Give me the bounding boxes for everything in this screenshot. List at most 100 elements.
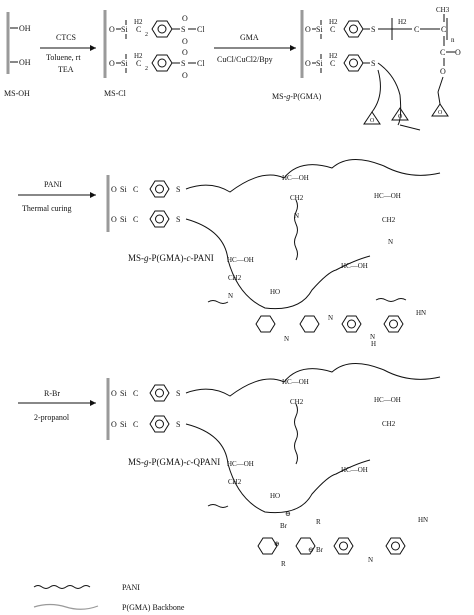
legend-backbone-label: P(GMA) Backbone	[122, 603, 185, 612]
svg-text:2: 2	[145, 32, 148, 38]
msgpgma-chain-bottom: O Si H2 C S O O	[305, 52, 421, 131]
svg-text:Si: Si	[121, 59, 128, 68]
pani-strand-5	[207, 504, 229, 508]
legend-backbone-symbol	[33, 603, 99, 610]
pgma-backbone-row2-top	[185, 159, 441, 193]
svg-text:O: O	[111, 215, 117, 224]
svg-text:H2: H2	[134, 52, 143, 60]
svg-text:C: C	[440, 48, 445, 57]
pani-anchor-chains: O Si C S O Si C S	[111, 180, 180, 228]
svg-text:S: S	[371, 25, 375, 34]
svg-text:S: S	[176, 215, 180, 224]
step4-reagent-rbr: R-Br	[44, 389, 60, 398]
svg-text:Cl: Cl	[197, 59, 205, 68]
svg-text:CH2: CH2	[290, 398, 304, 406]
svg-text:C: C	[133, 215, 138, 224]
svg-text:S: S	[371, 59, 375, 68]
svg-text:N: N	[228, 292, 233, 300]
msoh-label: MS-OH	[4, 89, 30, 98]
msgpgma-chain-top: O Si H2 C S H2 C C n CH3 C O O O	[305, 6, 461, 117]
svg-text:HC—OH: HC—OH	[374, 192, 401, 200]
svg-text:CH2: CH2	[228, 274, 242, 282]
svg-text:R: R	[281, 560, 286, 568]
svg-text:S: S	[176, 389, 180, 398]
svg-text:H2: H2	[329, 52, 338, 60]
qpani-anchor-chains: O Si C S O Si C S	[111, 384, 180, 433]
legend-pani-symbol	[33, 585, 91, 589]
svg-text:HO: HO	[270, 492, 280, 500]
step1-reagent-solvent: Toluene, rt	[46, 53, 81, 62]
pgma-backbone-row3-bottom	[185, 423, 371, 514]
svg-text:H: H	[371, 340, 376, 348]
svg-text:Si: Si	[120, 420, 127, 429]
svg-text:C: C	[133, 185, 138, 194]
svg-text:R: R	[316, 518, 321, 526]
svg-text:O: O	[111, 185, 117, 194]
svg-text:O: O	[111, 389, 117, 398]
svg-text:Si: Si	[316, 25, 323, 34]
svg-text:N: N	[284, 335, 289, 343]
svg-text:C: C	[133, 420, 138, 429]
svg-text:O: O	[440, 67, 446, 76]
step3-reagent-curing: Thermal curing	[22, 204, 72, 213]
svg-text:H2: H2	[134, 18, 143, 26]
step3-reagent-pani: PANI	[44, 180, 62, 189]
mscl-chain-top: O Si H2 C 2 S O O Cl	[109, 14, 205, 46]
svg-text:Br: Br	[316, 546, 324, 554]
svg-text:Br: Br	[280, 522, 288, 530]
svg-text:O: O	[455, 48, 461, 57]
svg-text:S: S	[181, 59, 185, 68]
pani-segment-row2: N N N H HN	[255, 309, 426, 348]
svg-text:H2: H2	[398, 18, 407, 26]
svg-text:CH2: CH2	[290, 194, 304, 202]
svg-text:S: S	[176, 420, 180, 429]
svg-text:S: S	[181, 25, 185, 34]
svg-text:H2: H2	[329, 18, 338, 26]
svg-text:CH2: CH2	[382, 420, 396, 428]
svg-text:N: N	[370, 333, 375, 341]
msgpgmacqpani-label: MS-g-P(GMA)-c-QPANI	[128, 457, 220, 467]
svg-text:O: O	[182, 14, 188, 23]
svg-text:S: S	[176, 185, 180, 194]
svg-text:HC—OH: HC—OH	[282, 174, 309, 182]
svg-text:HN: HN	[418, 516, 428, 524]
legend-pani-label: PANI	[122, 583, 140, 592]
svg-text:O: O	[398, 114, 403, 120]
svg-text:O: O	[109, 25, 115, 34]
svg-text:HC—OH: HC—OH	[374, 396, 401, 404]
msoh-oh-top: OH	[19, 24, 31, 33]
msgpgma-label: MS-g-P(GMA)	[272, 92, 322, 101]
hydroxyl-labels-row2: HC—OH CH2 N HC—OH CH2 N HC—OH CH2 N HO H…	[227, 174, 401, 300]
step2-reagent-catalyst: CuCl/CuCl2/Bpy	[217, 55, 273, 64]
svg-text:C: C	[330, 25, 335, 34]
svg-text:HC—OH: HC—OH	[341, 466, 368, 474]
svg-text:HN: HN	[416, 309, 426, 317]
svg-text:C: C	[441, 25, 446, 34]
msoh-oh-bottom: OH	[19, 58, 31, 67]
svg-text:HC—OH: HC—OH	[227, 460, 254, 468]
msgpgmacpani-label: MS-g-P(GMA)-c-PANI	[128, 253, 214, 263]
pgma-methyl: CH3	[436, 6, 450, 14]
pani-strand-2	[207, 300, 229, 304]
svg-text:2: 2	[145, 66, 148, 72]
svg-text:HC—OH: HC—OH	[341, 262, 368, 270]
svg-text:Si: Si	[120, 215, 127, 224]
pani-strand-4	[294, 403, 298, 465]
qpani-segment: ⊖ Br ⊕ R R ⊖ Br N HN	[257, 510, 428, 568]
mscl-label: MS-Cl	[104, 89, 127, 98]
svg-text:O: O	[370, 118, 375, 124]
svg-text:HC—OH: HC—OH	[282, 378, 309, 386]
mscl-chain-bottom: O Si H2 C 2 S O O Cl	[109, 48, 205, 80]
svg-text:N: N	[368, 556, 373, 564]
svg-text:N: N	[294, 212, 299, 220]
svg-text:Si: Si	[120, 389, 127, 398]
svg-text:O: O	[305, 25, 311, 34]
svg-text:⊖: ⊖	[308, 546, 314, 554]
pani-strand-3	[375, 298, 407, 302]
pani-strand-1	[294, 199, 298, 261]
svg-text:CH2: CH2	[382, 216, 396, 224]
svg-text:N: N	[328, 314, 333, 322]
svg-text:CH2: CH2	[228, 478, 242, 486]
svg-text:N: N	[388, 238, 393, 246]
